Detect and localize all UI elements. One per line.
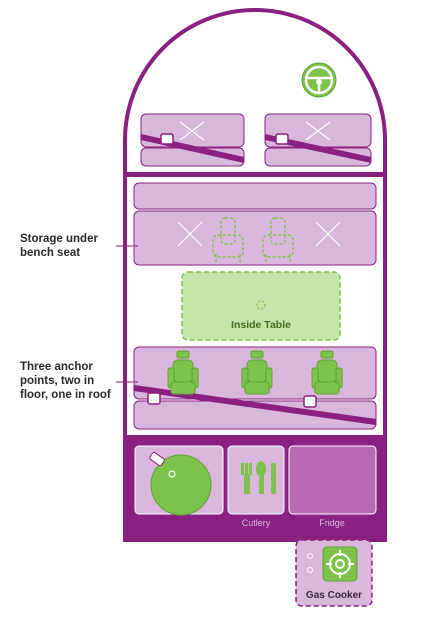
inside-table	[181, 271, 341, 341]
seatbelt-icon	[140, 134, 245, 163]
cutlery-icon	[241, 461, 276, 494]
lower-bench-seat	[133, 346, 377, 430]
front-seat-right	[264, 113, 372, 167]
front-seat-left	[140, 113, 245, 167]
fridge-label: Fridge	[319, 518, 345, 528]
gas-cooker	[295, 539, 373, 607]
upper-bench-seat	[133, 182, 377, 266]
fridge	[288, 445, 377, 515]
steering-wheel-icon	[301, 62, 337, 98]
seat-icon	[311, 350, 343, 395]
anchor-annotation: Three anchor points, two in floor, one i…	[20, 361, 111, 401]
gas-cooker-label: Gas Cooker	[306, 590, 362, 601]
seat-icon	[262, 217, 294, 262]
storage-annotation: Storage under bench seat	[20, 233, 98, 259]
cutlery-label: Cutlery	[242, 518, 271, 528]
gas-burner-icon	[322, 546, 358, 582]
cutlery-drawer	[227, 445, 285, 515]
seat-icon	[167, 350, 199, 395]
seat-icon	[241, 350, 273, 395]
table-label: Inside Table	[231, 319, 291, 331]
sink-unit	[134, 445, 224, 516]
seat-icon	[212, 217, 244, 262]
cab-divider	[125, 172, 385, 177]
